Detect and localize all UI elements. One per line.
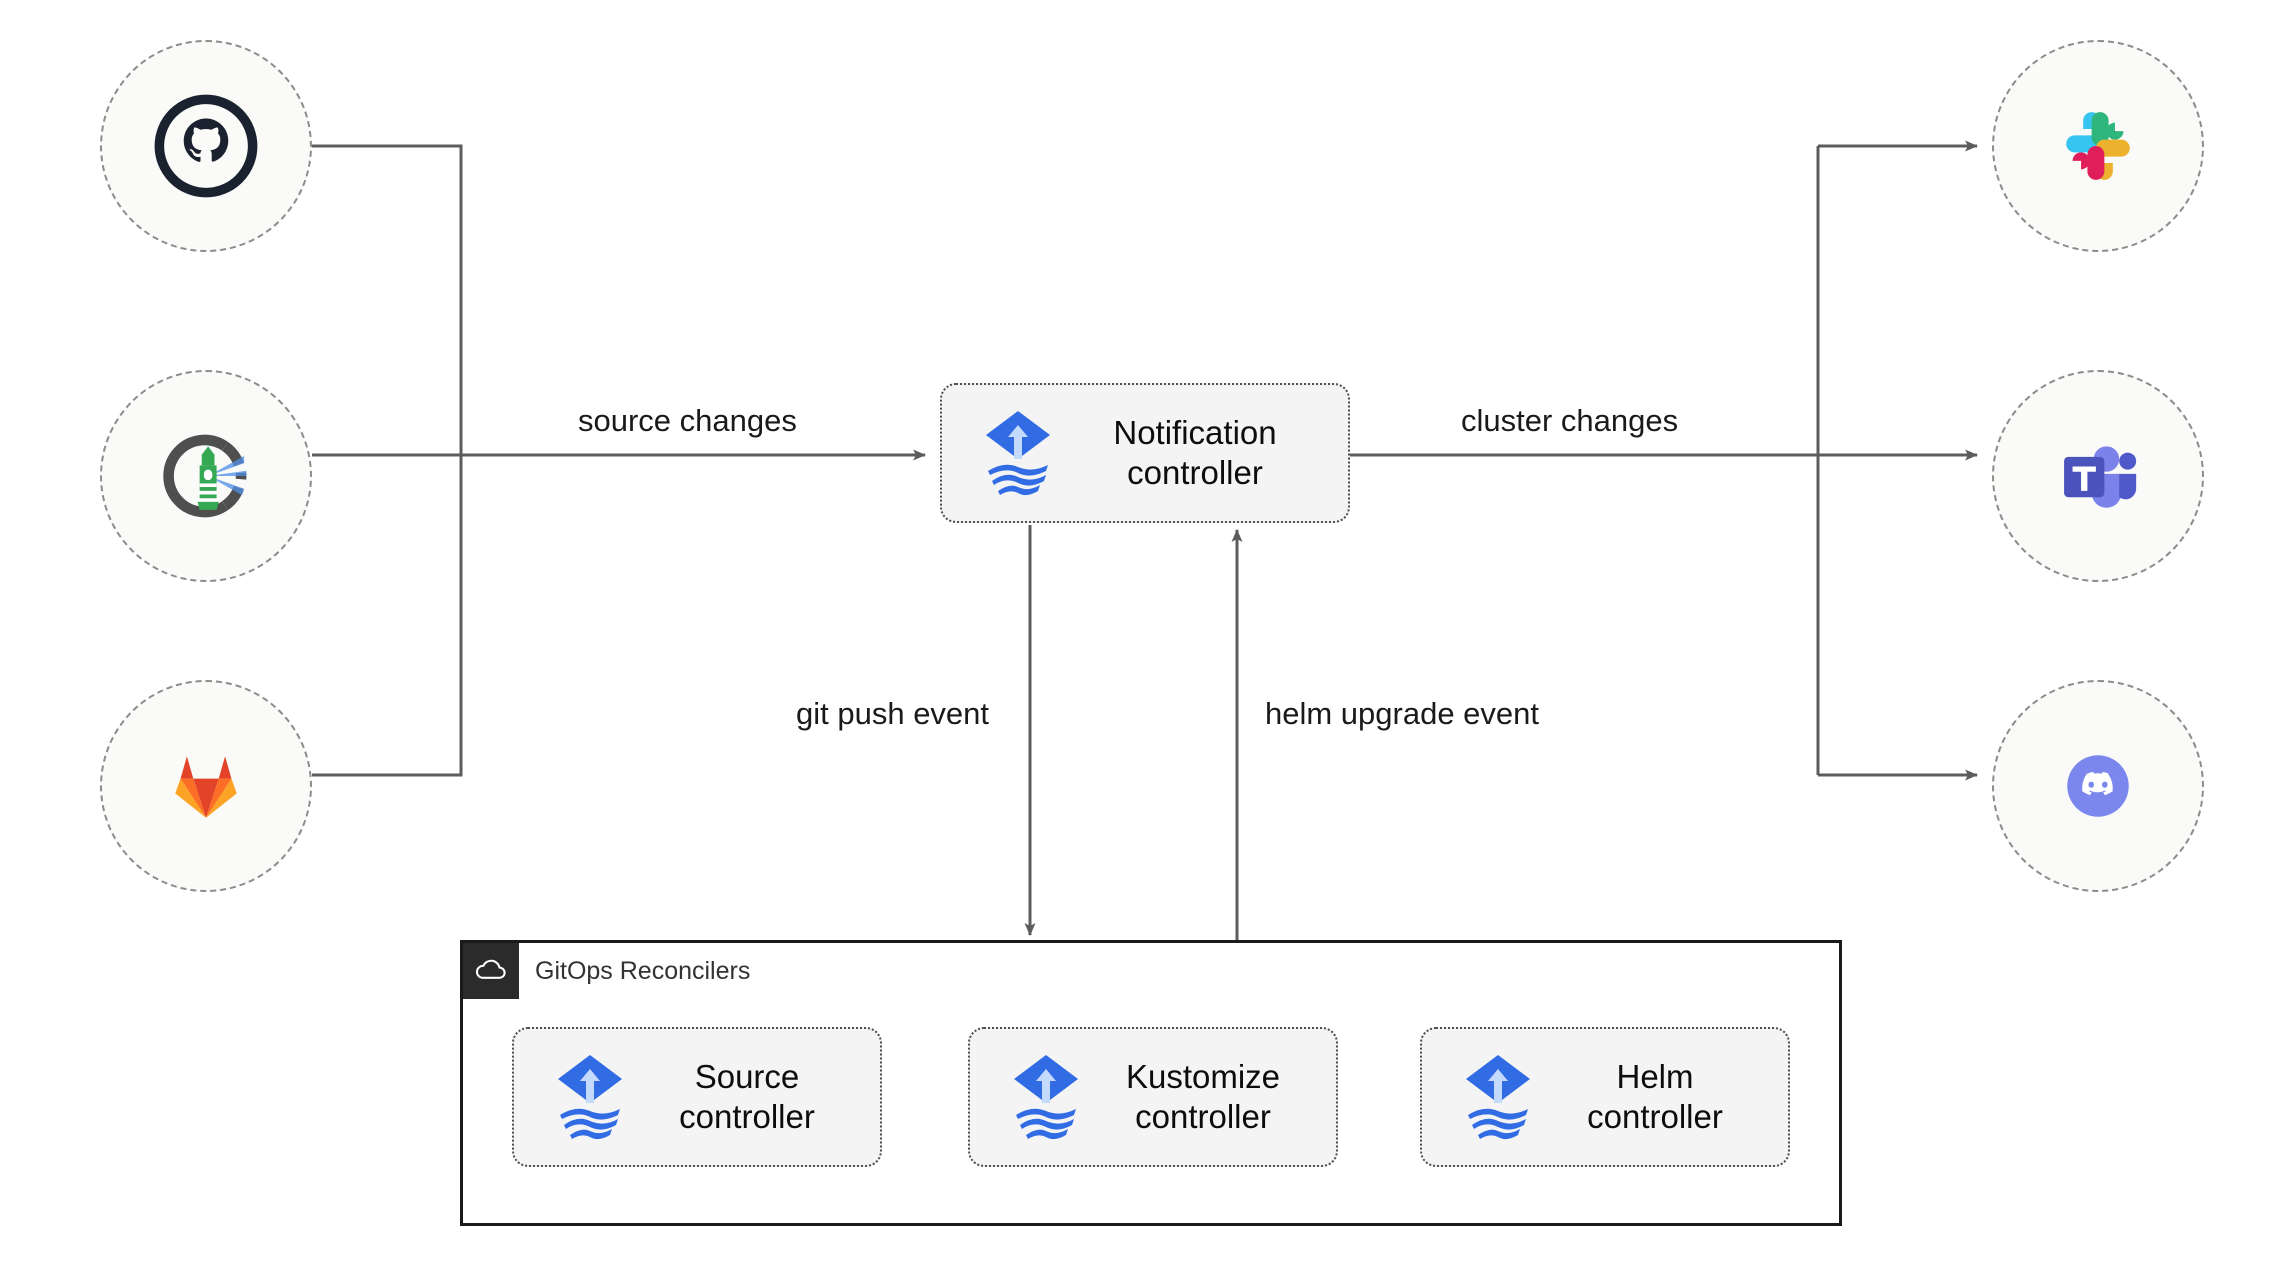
source-node-gitlab[interactable] <box>100 680 312 892</box>
notification-controller-node[interactable]: Notification controller <box>940 383 1350 523</box>
edge-label-source-changes: source changes <box>578 403 797 438</box>
flux-logo-icon <box>1466 1055 1530 1140</box>
notification-controller-label: Notification controller <box>1113 413 1277 491</box>
flux-logo-icon <box>558 1055 622 1140</box>
gitops-reconcilers-title: GitOps Reconcilers <box>535 957 751 985</box>
kustomize-controller-label: Kustomize controller <box>1125 1057 1281 1135</box>
edge-label-cluster-changes: cluster changes <box>1461 403 1679 438</box>
helm-controller-label: Helm controller <box>1587 1057 1723 1135</box>
sink-node-slack[interactable] <box>1992 40 2204 252</box>
helm-controller-node[interactable]: Helm controller <box>1420 1027 1790 1167</box>
edge-label-helm-upgrade-event: helm upgrade event <box>1265 696 1540 731</box>
slack-icon <box>2066 112 2130 180</box>
cloud-icon <box>475 959 506 979</box>
source-controller-node[interactable]: Source controller <box>512 1027 882 1167</box>
source-node-github[interactable] <box>100 40 312 252</box>
github-icon <box>154 94 258 198</box>
source-node-flux[interactable] <box>100 370 312 582</box>
gitops-badge <box>463 943 519 999</box>
edge-label-git-push-event: git push event <box>796 696 990 731</box>
ms-teams-icon <box>2064 446 2137 508</box>
flux-logo-icon <box>1014 1055 1078 1140</box>
source-controller-label: Source controller <box>679 1057 815 1135</box>
sink-node-discord[interactable] <box>1992 680 2204 892</box>
discord-icon <box>2067 755 2129 817</box>
gitlab-icon <box>175 756 237 818</box>
sink-node-ms-teams[interactable] <box>1992 370 2204 582</box>
kustomize-controller-node[interactable]: Kustomize controller <box>968 1027 1338 1167</box>
flux-logo-icon <box>986 411 1050 496</box>
flux-lighthouse-icon <box>163 434 247 518</box>
